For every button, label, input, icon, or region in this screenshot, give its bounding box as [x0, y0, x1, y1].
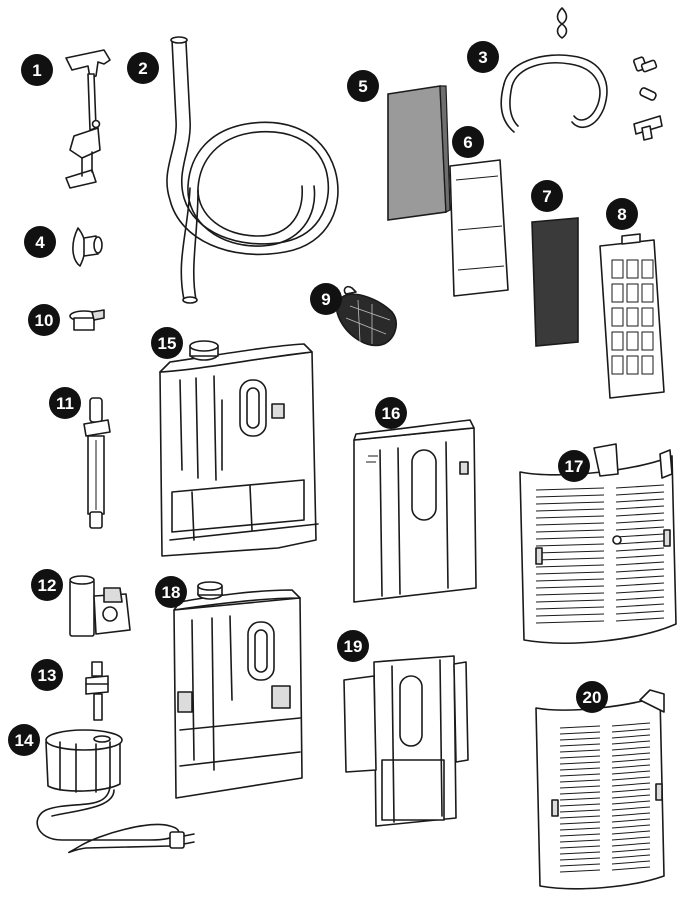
cap-icon: [69, 309, 105, 331]
part-badge-6: 6: [452, 126, 484, 158]
part-badge-4: 4: [24, 226, 56, 258]
filter-chamber-small-icon: [173, 581, 303, 799]
part-number: 1: [32, 61, 41, 80]
part-badge-9: 9: [310, 283, 342, 315]
coiled-tubing-icon: [166, 36, 339, 304]
sponge-pad-icon: [387, 85, 451, 221]
air-line-kit-icon: [500, 7, 663, 141]
divider-panel-small-icon: [343, 655, 469, 827]
part-badge-11: 11: [49, 387, 81, 419]
part-number: 6: [463, 133, 472, 152]
intake-tube-icon: [83, 397, 111, 529]
motor-cord-icon: [36, 729, 195, 854]
hanger-bracket-icon: [65, 49, 111, 189]
part-number: 15: [158, 334, 177, 353]
part-number: 8: [617, 205, 626, 224]
part-badge-16: 16: [375, 397, 407, 429]
part-badge-20: 20: [576, 681, 608, 713]
part-number: 4: [35, 233, 45, 252]
part-badge-5: 5: [347, 70, 379, 102]
part-number: 7: [542, 187, 551, 206]
part-number: 10: [35, 311, 54, 330]
part-badge-7: 7: [531, 180, 563, 212]
grille-cover-icon: [519, 443, 677, 644]
part-number: 5: [358, 77, 367, 96]
media-bag-icon: [335, 285, 397, 347]
divider-panel-icon: [353, 419, 477, 603]
part-number: 12: [38, 576, 57, 595]
impeller-icon: [85, 661, 109, 721]
part-badge-17: 17: [558, 450, 590, 482]
part-badge-3: 3: [467, 41, 499, 73]
part-badge-19: 19: [337, 630, 369, 662]
grille-cover-small-icon: [535, 689, 665, 890]
part-number: 20: [583, 688, 602, 707]
part-number: 11: [56, 394, 74, 413]
part-number: 19: [344, 637, 363, 656]
part-badge-12: 12: [31, 569, 63, 601]
media-cartridge-icon: [599, 233, 665, 399]
part-badge-8: 8: [606, 198, 638, 230]
filter-chamber-icon: [159, 340, 319, 557]
part-badge-18: 18: [155, 576, 187, 608]
part-badge-15: 15: [151, 327, 183, 359]
part-badge-1: 1: [21, 54, 53, 86]
part-number: 14: [15, 731, 34, 750]
part-number: 2: [138, 59, 147, 78]
part-badge-10: 10: [28, 304, 60, 336]
part-number: 18: [162, 583, 181, 602]
filter-floss-icon: [449, 159, 509, 297]
part-badge-2: 2: [127, 52, 159, 84]
part-number: 3: [478, 48, 487, 67]
part-number: 13: [38, 666, 57, 685]
pump-housing-icon: [69, 575, 131, 637]
suction-cup-icon: [72, 227, 103, 267]
part-badge-14: 14: [8, 724, 40, 756]
part-number: 9: [321, 290, 330, 309]
part-number: 16: [382, 404, 401, 423]
part-number: 17: [565, 457, 584, 476]
carbon-pad-icon: [531, 217, 579, 347]
part-badge-13: 13: [31, 659, 63, 691]
